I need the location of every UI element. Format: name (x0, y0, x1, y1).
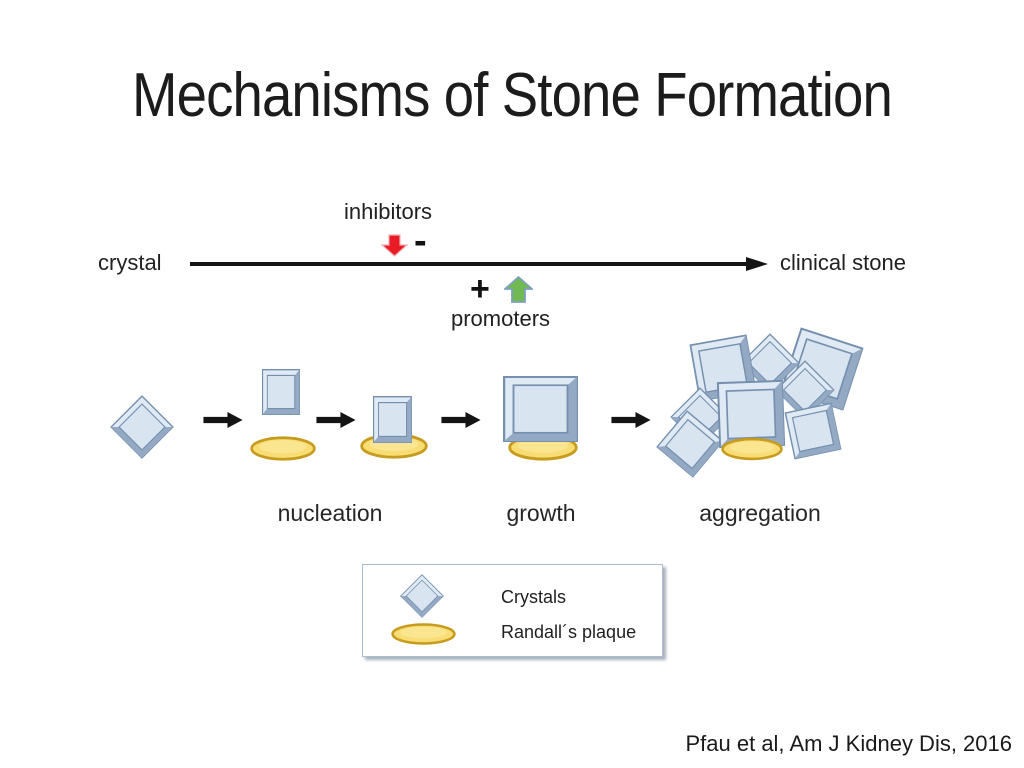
crystal-diamond-icon (400, 574, 444, 618)
stage-label-nucleation: nucleation (277, 500, 383, 526)
stage-arrow-icon (203, 412, 243, 428)
nucleation-crystal-icon (262, 369, 300, 415)
citation: Pfau et al, Am J Kidney Dis, 2016 (685, 731, 1012, 756)
growth-crystal-icon (503, 376, 578, 442)
nucleation-attached-crystal-icon (373, 396, 412, 443)
stage-arrow-icon (316, 412, 356, 428)
randalls-plaque-icon (391, 623, 456, 645)
inhibitor-down-arrow-icon (381, 234, 408, 257)
legend: Crystals Randall´s plaque (362, 564, 663, 657)
legend-label-crystals: Crystals (501, 587, 567, 607)
inhibitors-minus-sign: - (414, 220, 427, 262)
aggregation-cluster-icon (656, 327, 864, 478)
promoters-label: promoters (451, 306, 551, 331)
slide-title: Mechanisms of Stone Formation (132, 61, 893, 130)
stage-arrow-icon (611, 412, 651, 428)
single-crystal-diamond-icon (110, 395, 174, 459)
inhibitors-label: inhibitors (344, 199, 433, 224)
crystal-to-stone-arrow-icon (190, 257, 768, 271)
stage-label-growth: growth (506, 500, 576, 526)
stage-label-aggregation: aggregation (699, 500, 821, 526)
promoters-plus-sign: + (470, 270, 490, 308)
flow-end-label: clinical stone (780, 250, 906, 275)
stage-arrow-icon (441, 412, 481, 428)
randalls-plaque-icon (250, 436, 316, 461)
promoter-up-arrow-icon (504, 276, 533, 303)
flow-start-label: crystal (98, 250, 162, 275)
legend-label-randalls-plaque: Randall´s plaque (501, 622, 637, 642)
